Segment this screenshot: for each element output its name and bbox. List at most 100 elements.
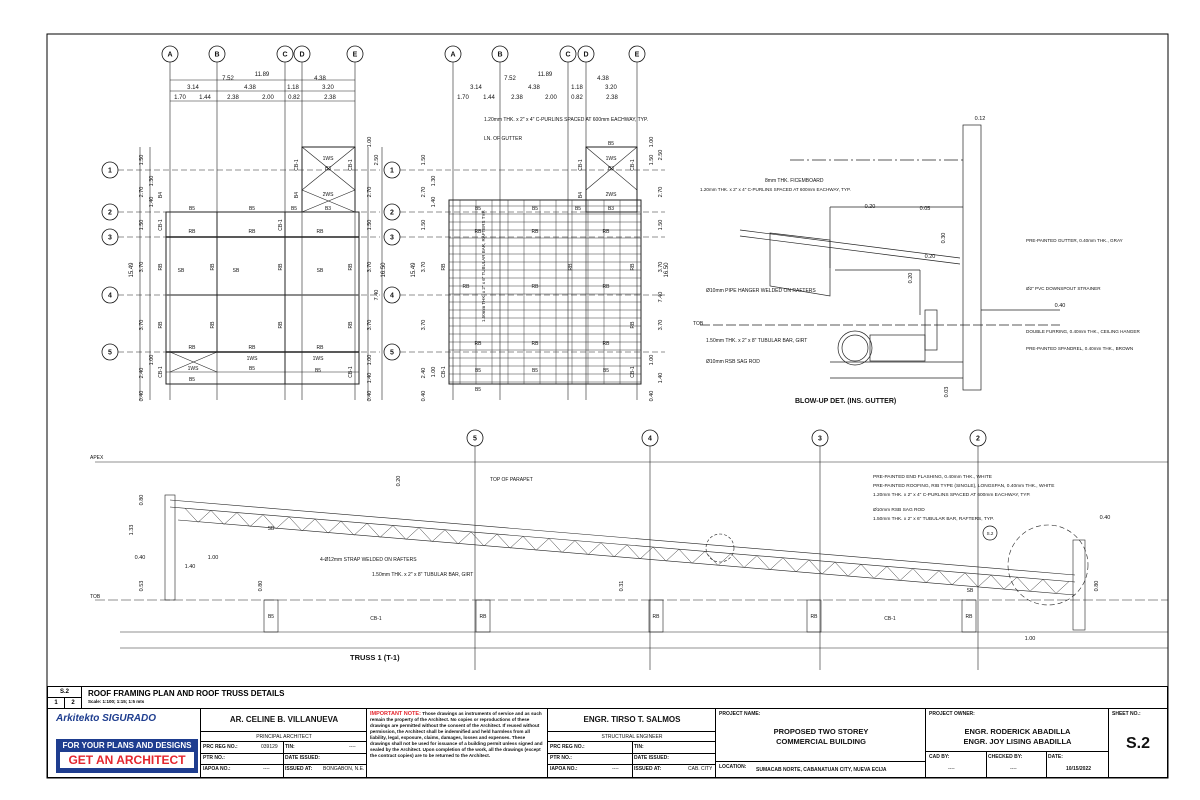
mid-dim-total: 11.89 (538, 72, 553, 78)
truss-web (483, 533, 498, 547)
mid-beam-b5-c: B5 (575, 206, 581, 212)
plan-dim-left-2: 2.70 (139, 187, 145, 198)
mid-beam-rb-v4: RB (630, 321, 636, 329)
grid-col-E-circle (346, 45, 364, 63)
tob-label-mid: TOB (693, 321, 704, 327)
mid-beam-b5-top: B5 (608, 141, 614, 147)
mid-beam-rb-v3: RB (630, 263, 636, 271)
arch-issued-value: BONGABON, N.E. (323, 766, 365, 772)
truss-grid-3-label: 3 (818, 436, 822, 443)
truss-web (470, 531, 485, 547)
mid-beam-rb-v2: RB (568, 263, 574, 271)
truss-webs (184, 508, 1070, 594)
plan-beam-b5-e: B5 (249, 366, 255, 372)
grid-row-4-label: 4 (108, 293, 112, 300)
truss-web (600, 542, 615, 557)
blowup-dim-040: 0.40 (1055, 303, 1066, 309)
owner-label: PROJECT OWNER: (929, 711, 975, 717)
blowup-title: BLOW-UP DET. (INS. GUTTER) (795, 398, 896, 405)
mid-dim-inner-3: 1.00 (431, 367, 437, 378)
eng-grid-vline (632, 742, 633, 777)
blowup-dim-003: 0.03 (944, 387, 950, 398)
truss-web (704, 551, 719, 566)
mid-dim-sub2-b: 4.38 (528, 85, 540, 91)
grid-row-3-circle (101, 228, 119, 246)
truss-grid-2-label: 2 (976, 436, 980, 443)
plan-dim-sub2-a: 3.14 (187, 85, 199, 91)
truss-drawing (95, 445, 1168, 670)
truss-dim-080b: 0.80 (258, 581, 264, 592)
plan-dim-left-4: 3.70 (139, 262, 145, 273)
mid-dim-left-6: 2.40 (421, 368, 427, 379)
mid-dim-right-5: 1.50 (658, 220, 664, 231)
grid-col-mid-E-circle (628, 45, 646, 63)
sheet-border (46, 33, 1169, 779)
brand-line1: FOR YOUR PLANS AND DESIGNS (62, 741, 192, 750)
arch-grid-hline1 (201, 753, 366, 754)
plan-beam-1ws-a: 1WS (323, 156, 335, 162)
eng-tin-label: TIN: (634, 744, 644, 750)
eng-issued-label: ISSUED AT: (634, 766, 662, 772)
truss-web (977, 574, 992, 588)
grid-row-mid-2-label: 2 (390, 210, 394, 217)
grid-row-2-circle (101, 203, 119, 221)
tubular-girt-note: 1.50mm THK. x 2" x 8" TUBULAR BAR, GIRT (706, 338, 807, 344)
mid-purlin-note: 1.20mm THK. x 2" x 4" C-PURLINS SPACED A… (484, 117, 648, 123)
truss-dim-080c: 0.80 (1094, 581, 1100, 592)
mid-beam-b5-g: B5 (475, 387, 481, 393)
mid-dim-right-6: 16.50 (664, 262, 670, 278)
plan-beam-rb-v5: RB (158, 321, 164, 329)
truss-web (691, 551, 706, 564)
mid-dim-right-12: 0.40 (649, 391, 655, 402)
architect-panel: AR. CELINE B. VILLANUEVA PRINCIPAL ARCHI… (201, 709, 367, 777)
grid-col-B-label: B (214, 52, 219, 59)
brand-panel: Arkitekto SIGURADO FOR YOUR PLANS AND DE… (48, 709, 201, 777)
plan-dim-left-6: 2.40 (139, 368, 145, 379)
pipe-hanger-text: Ø10mm PIPE HANGER WELDED ON RAFTERS (706, 288, 816, 294)
eng-iapoa: IAPOA NO.: (550, 766, 578, 772)
truss-web (847, 564, 862, 577)
truss-member-rb-d: RB (966, 614, 974, 620)
roof-framing-plan-left (118, 60, 383, 400)
truss-web (301, 518, 316, 532)
mid-dim-sub3-d: 2.00 (545, 95, 557, 101)
truss-dim-080a: 0.80 (139, 495, 145, 506)
mid-purlin-note-text: 1.20mm THK. x 2" x 4" C-PURLINS SPACED A… (484, 117, 648, 123)
truss-member-sb-b: SB (967, 588, 974, 594)
sheet-number-panel: SHEET NO.: S.2 (1109, 709, 1167, 777)
mid-beam-cb1-c: CB-1 (441, 366, 447, 378)
blowup-dim-020c: 0.20 (908, 273, 914, 284)
truss-apex-label: APEX (90, 455, 104, 461)
engineer-panel: ENGR. TIRSO T. SALMOS STRUCTURAL ENGINEE… (548, 709, 716, 777)
truss-callout-text: S.2 (987, 531, 994, 536)
mid-dim-right-9: 3.70 (658, 320, 664, 331)
owner-vline-1 (986, 752, 987, 777)
architect-name: AR. CELINE B. VILLANUEVA (229, 715, 339, 724)
grid-col-mid-D-circle (577, 45, 595, 63)
plan-beam-b4-b: B4 (158, 192, 164, 198)
plan-dim-right-4: 3.70 (367, 262, 373, 273)
checked-value: ---- (1010, 766, 1017, 772)
cad-value: ---- (948, 766, 955, 772)
plan-beam-rb-a: RB (189, 229, 197, 235)
blowup-fascia: 8mm THK. FICEMBOARD (765, 178, 824, 184)
arch-grid-vline (283, 742, 284, 777)
mid-dim-right-3: 1.50 (649, 155, 655, 166)
mid-beam-rb-b: RB (532, 229, 540, 235)
mid-dim-sub1-b: 4.38 (597, 76, 609, 82)
owner-vline-2 (1046, 752, 1047, 777)
project-location-row: LOCATION: SUMACAB NORTE, CABANATUAN CITY… (716, 761, 925, 777)
plan-dim-sub2-c: 1.18 (287, 85, 299, 91)
truss-web (873, 566, 888, 579)
truss-web (990, 574, 1005, 590)
plan-dim-sub3-b: 1.44 (199, 95, 211, 101)
truss-grid-3-circle (811, 429, 829, 447)
mid-dim-right-1: 1.00 (649, 137, 655, 148)
grid-col-mid-A-label: A (450, 52, 455, 59)
mid-beam-1ws: 1WS (606, 156, 618, 162)
truss-dim-100b: 1.00 (1025, 636, 1036, 642)
mid-beam-2ws: 2WS (606, 192, 618, 198)
truss-web (639, 546, 654, 560)
